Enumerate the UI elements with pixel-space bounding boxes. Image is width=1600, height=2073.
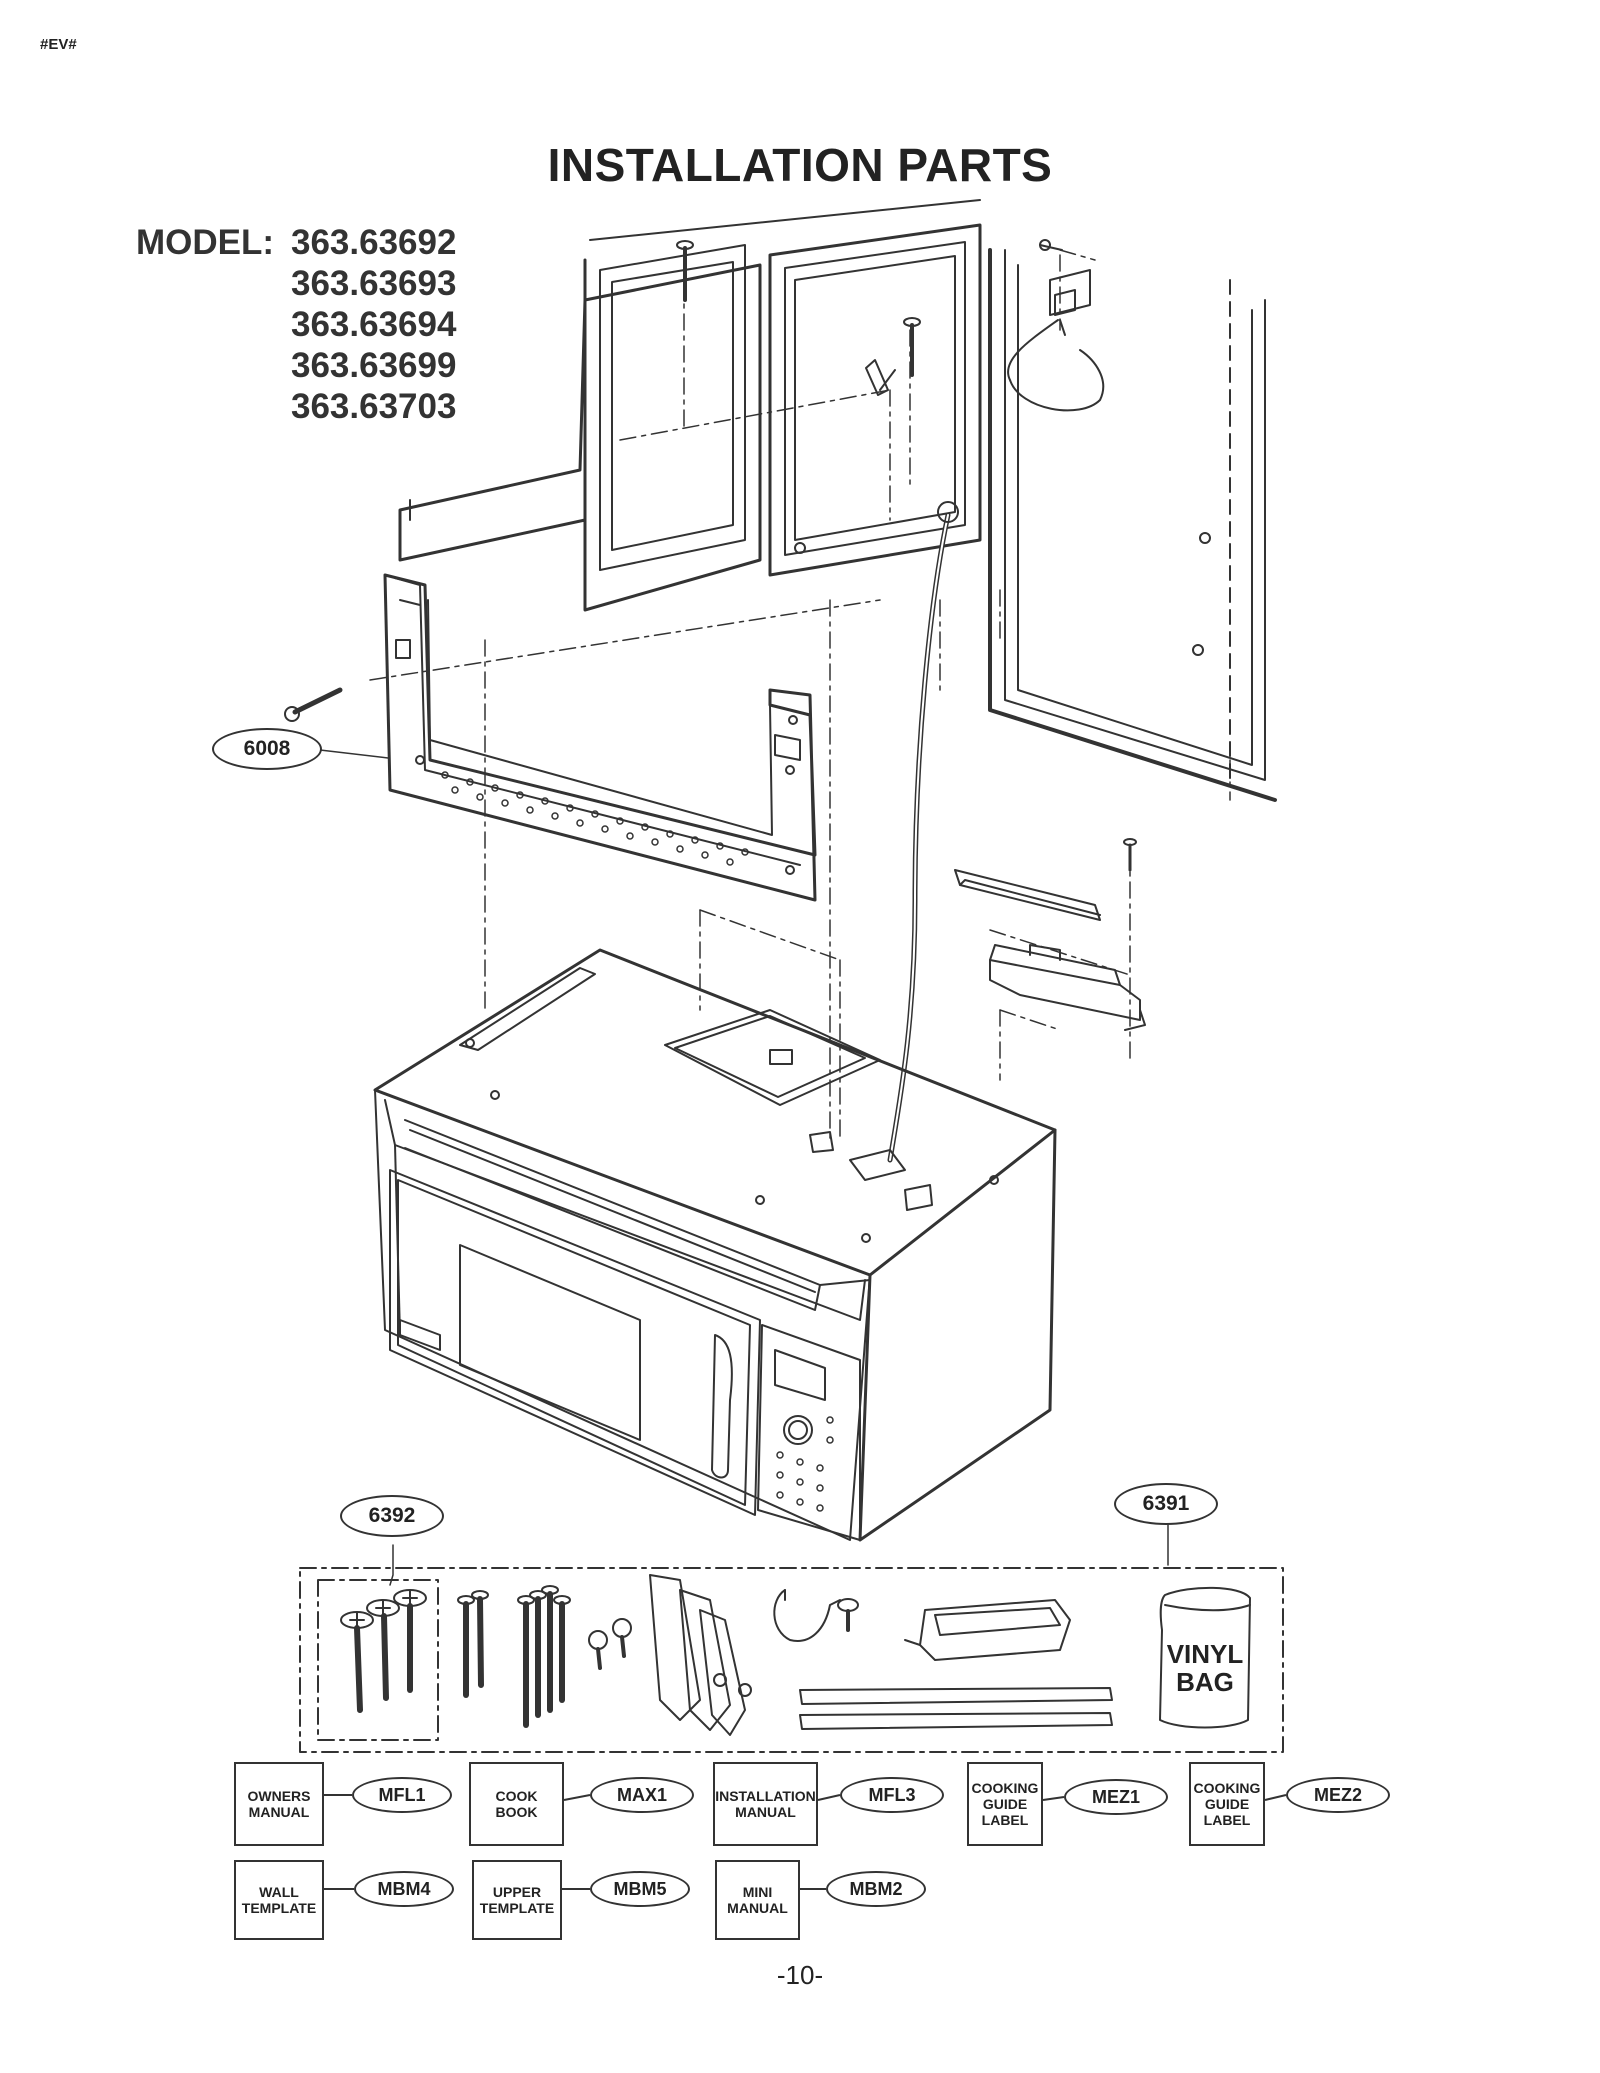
doc-box: WALL TEMPLATE <box>234 1860 324 1940</box>
doc-code: MEZ1 <box>1064 1779 1168 1815</box>
kit-contents <box>340 1574 1251 1736</box>
model-number: 363.63694 <box>291 305 457 344</box>
doc-box: COOK BOOK <box>469 1762 564 1846</box>
doc-code: MBM2 <box>826 1871 926 1907</box>
model-row: 363.63699 <box>136 345 456 386</box>
doc-box: MINI MANUAL <box>715 1860 800 1940</box>
doc-code: MFL3 <box>840 1777 944 1813</box>
damper-parts <box>954 869 1146 1031</box>
doc-box: COOKING GUIDE LABEL <box>1189 1762 1265 1846</box>
page-title: INSTALLATION PARTS <box>547 139 1053 191</box>
doc-code: MBM5 <box>590 1871 690 1907</box>
upper-cabinets <box>398 199 1277 802</box>
callout-screw-set: 6392 <box>340 1495 444 1537</box>
assembly-lines <box>369 249 1231 1141</box>
mounting-bracket <box>284 573 817 902</box>
microwave-oven <box>373 948 1057 1542</box>
model-row: 363.63693 <box>136 263 456 304</box>
doc-box: OWNERS MANUAL <box>234 1762 324 1846</box>
model-number: 363.63699 <box>291 346 457 385</box>
model-label: MODEL: <box>136 223 275 262</box>
power-cord <box>887 239 1105 1163</box>
doc-code: MBM4 <box>354 1871 454 1907</box>
callout-bracket: 6008 <box>212 728 322 770</box>
page-number: -10- <box>776 1960 824 1990</box>
callout-parts-bag: 6391 <box>1114 1483 1218 1525</box>
screws-top <box>676 240 1137 872</box>
vinyl-bag-label: VINYL BAG <box>1166 1639 1244 1697</box>
callout-leaders <box>319 749 1169 1586</box>
model-number: 363.63693 <box>291 264 457 303</box>
corner-tag: #EV# <box>40 36 77 53</box>
parts-kit-boundary <box>299 1567 1284 1753</box>
doc-code: MAX1 <box>590 1777 694 1813</box>
model-row: MODEL: 363.63692 <box>136 222 456 263</box>
doc-code: MEZ2 <box>1286 1777 1390 1813</box>
model-row: 363.63703 <box>136 386 456 427</box>
model-list: MODEL: 363.63692 363.63693 363.63694 363.… <box>136 222 456 427</box>
doc-box: COOKING GUIDE LABEL <box>967 1762 1043 1846</box>
model-number: 363.63703 <box>291 387 457 426</box>
doc-box: UPPER TEMPLATE <box>472 1860 562 1940</box>
doc-code: MFL1 <box>352 1777 452 1813</box>
model-number: 363.63692 <box>291 223 457 262</box>
doc-box: INSTALLATION MANUAL <box>713 1762 818 1846</box>
model-row: 363.63694 <box>136 304 456 345</box>
